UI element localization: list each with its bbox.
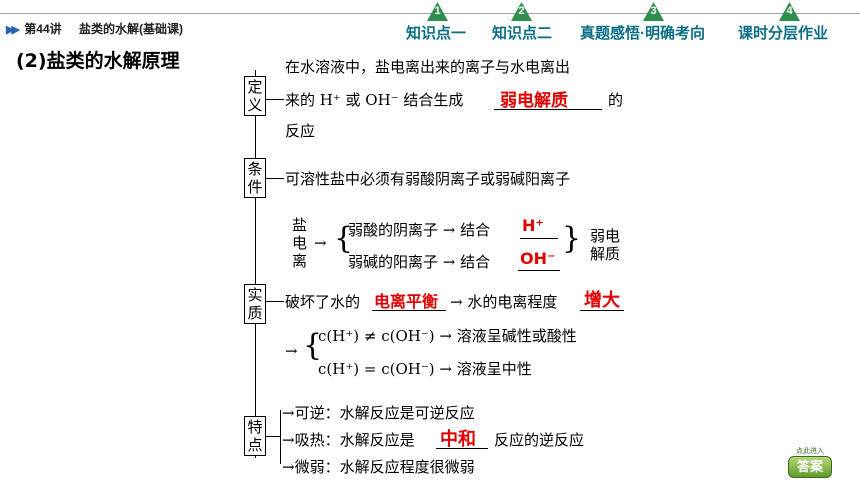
enter-answer-button[interactable]: 点此进入 答案: [786, 446, 834, 478]
definition-answer-underline: [494, 109, 602, 110]
condition-connector: [266, 178, 284, 179]
tab-3-badge: 3: [643, 2, 664, 21]
definition-line-3: 反应: [285, 122, 316, 140]
definition-answer: 弱电解质: [500, 91, 568, 111]
definition-connector: [266, 99, 284, 100]
answer-button-label: 答案: [788, 456, 832, 478]
lesson-topic: 盐类的水解(基础课): [78, 22, 183, 36]
features-label: 特点: [244, 416, 266, 456]
features-branch-line: [280, 410, 281, 464]
features-answer-underline: [436, 448, 488, 449]
features-answer-neutralization: 中和: [440, 429, 476, 450]
essence-connector: [266, 301, 284, 302]
tab-2-badge: 2: [511, 2, 532, 21]
lesson-number: 第44讲: [24, 22, 62, 36]
tab-knowledge-point-1[interactable]: 知识点一: [406, 25, 467, 42]
essence-case-arrow: →: [285, 342, 298, 360]
essence-case-2: c(H⁺) = c(OH⁻) → 溶液呈中性: [318, 360, 532, 378]
tab-4-badge: 4: [779, 2, 800, 21]
essence-middle: → 水的电离程度: [450, 293, 558, 311]
definition-line-1: 在水溶液中，盐电离出来的离子与水电离出: [285, 58, 571, 76]
features-item-3: →微弱：水解反应程度很微弱: [282, 458, 475, 476]
definition-line-2-suffix: 的: [608, 91, 624, 109]
essence-case-brace: {: [303, 328, 323, 363]
ionization-left-brace: {: [334, 221, 354, 256]
features-item-2-suffix: 反应的逆反应: [494, 431, 585, 449]
ionization-row-1: 弱酸的阴离子 → 结合: [348, 221, 491, 239]
features-item-2: →吸热：水解反应是: [282, 431, 415, 449]
condition-text: 可溶性盐中必须有弱酸阴离子或弱碱阳离子: [285, 170, 571, 188]
tab-homework[interactable]: 课时分层作业: [738, 25, 829, 42]
essence-case-1: c(H⁺) ≠ c(OH⁻) → 溶液呈碱性或酸性: [318, 327, 577, 345]
essence-answer-2-underline: [580, 310, 624, 311]
essence-answer-equilibrium: 电离平衡: [374, 292, 439, 311]
condition-label: 条件: [244, 158, 266, 198]
essence-answer-increase: 增大: [584, 290, 620, 311]
ionization-arrow: →: [314, 234, 327, 252]
top-navigation-bar: ▶▶ 第44讲 盐类的水解(基础课) 1 知识点一 2 知识点二 3 真题感悟·…: [0, 0, 860, 46]
essence-prefix: 破坏了水的: [285, 293, 361, 311]
ionization-row-2: 弱碱的阳离子 → 结合: [348, 253, 491, 271]
ionization-answer-h-underline: [520, 238, 558, 239]
ionization-answer-h: H⁺: [522, 216, 544, 235]
answer-button-caption: 点此进入: [796, 448, 824, 455]
definition-line-2-prefix: 来的 H⁺ 或 OH⁻ 结合生成: [285, 91, 464, 109]
ionization-right-brace: }: [562, 221, 582, 256]
tab-1-badge: 1: [427, 2, 448, 21]
play-arrows-icon: ▶▶: [6, 24, 20, 36]
section-title: (2)盐类的水解原理: [16, 50, 180, 72]
header-divider: [0, 13, 860, 14]
ionization-answer-oh: OH⁻: [520, 249, 556, 268]
ionization-result: 弱电 解质: [590, 227, 621, 263]
features-item-1: →可逆：水解反应是可逆反应: [282, 404, 475, 422]
diagram-spine: [255, 70, 256, 458]
tab-knowledge-point-2[interactable]: 知识点二: [492, 25, 553, 42]
salt-ionization-label: 盐 电 离: [292, 216, 308, 270]
essence-label: 实质: [244, 284, 266, 324]
tab-exam-insights[interactable]: 真题感悟·明确考向: [580, 25, 705, 42]
ionization-answer-oh-underline: [518, 270, 560, 271]
lesson-title: ▶▶ 第44讲 盐类的水解(基础课): [6, 20, 183, 37]
features-connector: [266, 436, 280, 437]
definition-label: 定义: [244, 76, 266, 116]
essence-answer-1-underline: [372, 310, 446, 311]
